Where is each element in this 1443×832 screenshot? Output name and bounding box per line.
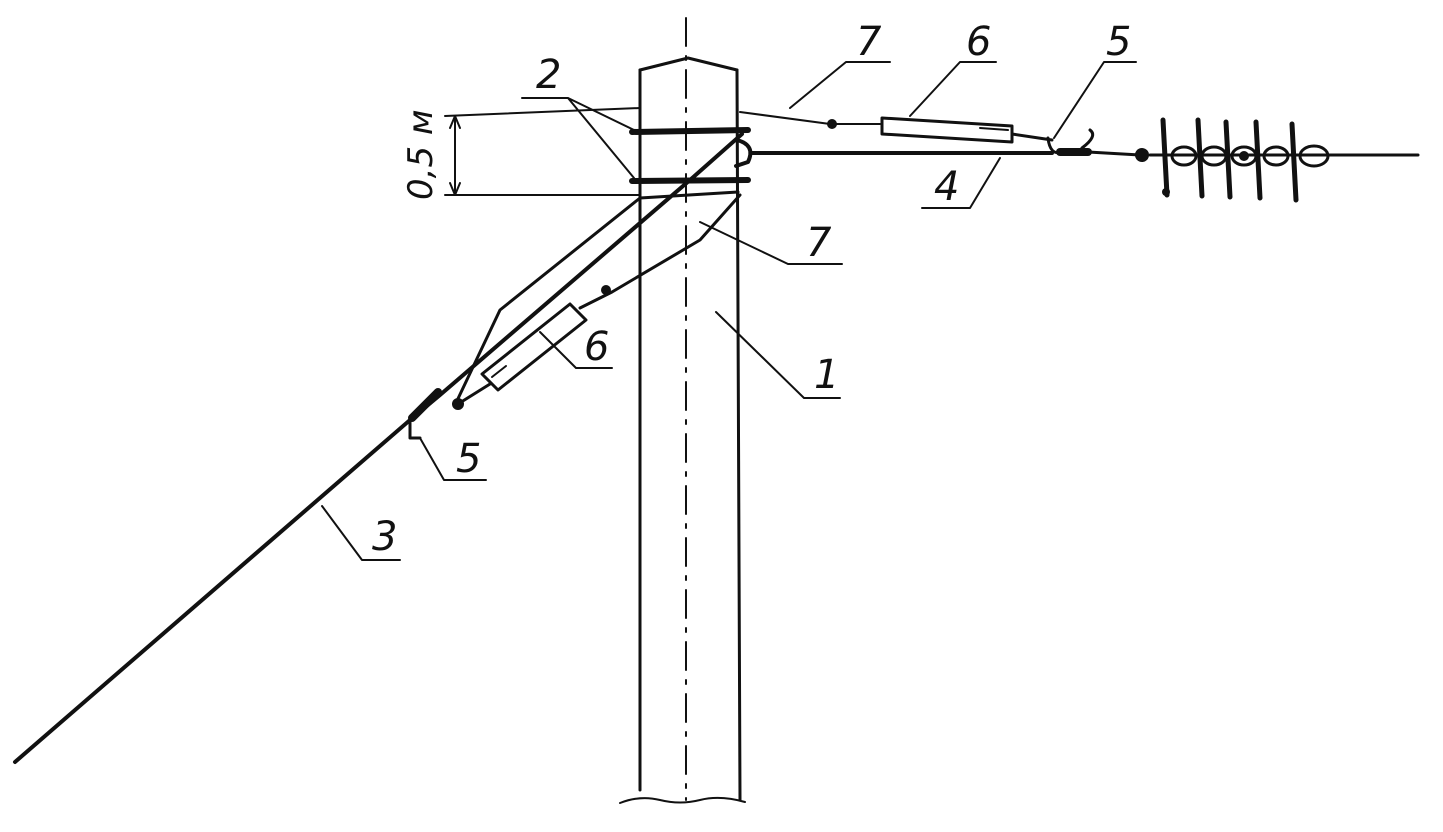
callouts: 7 6 5 2 4 7 1 6 5 3 <box>321 19 1137 561</box>
guy-clamp-foot <box>408 418 422 440</box>
insulator-disc-1 <box>1160 117 1170 198</box>
insulator-cap-4 <box>1262 145 1290 167</box>
lower-tie-knot <box>601 285 611 295</box>
lower-turnbuckle-rod <box>456 382 492 406</box>
leader-clamp-lower <box>419 437 487 481</box>
leader-guy-wire <box>321 505 401 561</box>
insulator-disc-3 <box>1223 119 1233 200</box>
lower-tie-wire <box>578 193 742 310</box>
insulator-pin <box>1239 151 1249 161</box>
lower-turnbuckle-slot <box>491 365 507 378</box>
label-turnbuckle-lower: 6 <box>584 324 609 370</box>
insulator-cap-3 <box>1230 145 1258 167</box>
leader-turnbuckle-upper <box>909 61 997 117</box>
upper-turnbuckle-slot <box>979 127 1009 131</box>
dimension-upper-extension <box>444 107 641 117</box>
leader-turnbuckle-lower <box>539 331 613 369</box>
lower-turnbuckle-eye <box>452 398 464 410</box>
insulator-string <box>1148 117 1420 203</box>
cross-wire <box>734 111 1149 168</box>
insulator-cap-2 <box>1200 145 1228 167</box>
leader-clamp-upper <box>1053 61 1137 139</box>
leader-bands <box>521 97 635 179</box>
guy-wire-main <box>13 132 744 764</box>
insulator-cap-5 <box>1298 144 1330 168</box>
upper-tie-knot <box>827 119 837 129</box>
label-bands: 2 <box>536 52 561 98</box>
label-turnbuckle-upper: 6 <box>966 19 991 65</box>
insulator-cap-1 <box>1170 145 1198 167</box>
label-pole: 1 <box>814 352 839 398</box>
upper-tie-wire <box>739 111 881 125</box>
guy-clamp-coil <box>408 388 442 422</box>
label-tie-upper: 7 <box>856 19 882 65</box>
lower-turnbuckle-body <box>480 302 588 392</box>
guy-wire-return-strand <box>453 190 740 407</box>
lower-tensioner <box>452 193 742 410</box>
upper-turnbuckle-body <box>880 116 1014 144</box>
dimension-arrows <box>449 115 461 196</box>
leader-cross-wire <box>921 157 1001 209</box>
upper-band <box>629 127 751 135</box>
dimension-label: 0,5 м <box>401 109 441 200</box>
guy-wire <box>13 132 744 764</box>
label-clamp-lower: 5 <box>456 436 481 482</box>
upper-turnbuckle-rod <box>1010 132 1054 142</box>
leader-pole <box>715 311 841 399</box>
pole-break-line <box>619 796 746 804</box>
insulator-disc-2 <box>1195 117 1205 199</box>
label-tie-lower: 7 <box>806 220 832 266</box>
insulator-link <box>1086 150 1142 157</box>
cross-wire-loop <box>734 138 753 168</box>
leader-tie-lower <box>699 221 843 265</box>
dimension-marker: 0,5 м <box>401 107 641 200</box>
insulator-base-dot <box>1162 188 1170 196</box>
label-clamp-upper: 5 <box>1106 19 1131 65</box>
pole-top-cap <box>638 56 739 72</box>
insulator-disc-5 <box>1289 121 1299 203</box>
leader-tie-upper <box>789 61 891 109</box>
insulator-disc-4 <box>1253 119 1263 201</box>
label-cross-wire: 4 <box>934 164 959 210</box>
label-guy-wire: 3 <box>372 514 397 560</box>
insulator-link-eye <box>1135 148 1149 162</box>
